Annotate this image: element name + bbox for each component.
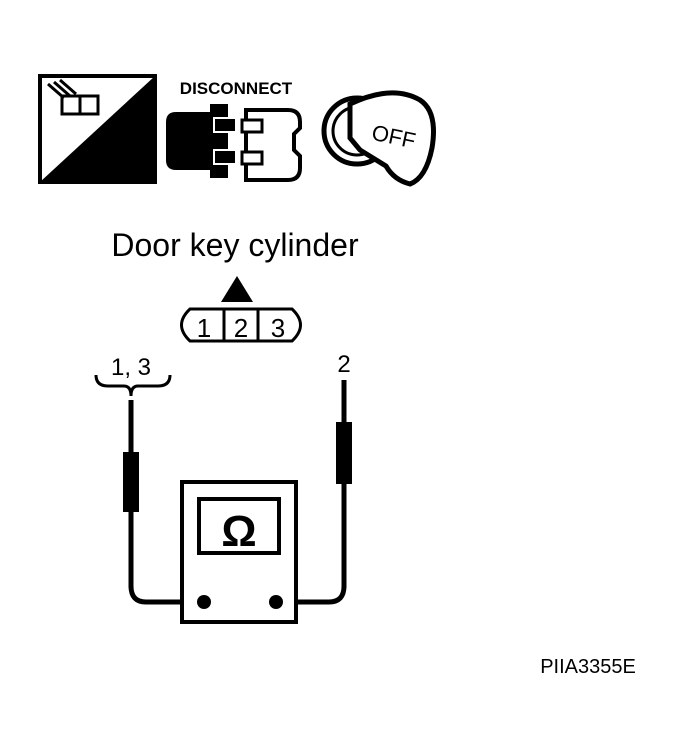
ts-label: T.S. [99, 150, 140, 177]
ts-icon: T.S. [38, 74, 157, 184]
connector-key-triangle [221, 276, 253, 302]
connector-face: 1 2 3 [180, 276, 302, 343]
right-probe: 2 [276, 351, 352, 605]
connector-title: Door key cylinder [111, 227, 359, 263]
left-probe: 1, 3 [94, 354, 204, 605]
ohm-symbol: Ω [221, 507, 256, 556]
connector-glyph-icon [47, 78, 100, 116]
probe-brace [94, 374, 172, 397]
ohmmeter: Ω [180, 480, 298, 624]
pin-label: 1 [197, 313, 211, 343]
meter-terminal [197, 595, 211, 609]
ignition-off-icon: OFF [321, 90, 436, 187]
pin-label: 2 [234, 313, 248, 343]
pin-label: 3 [271, 313, 285, 343]
meter-display [197, 497, 281, 555]
left-probe-label: 1, 3 [111, 354, 151, 381]
disconnect-icon: DISCONNECT [166, 79, 302, 182]
meter-terminal [269, 595, 283, 609]
disconnect-label: DISCONNECT [180, 79, 293, 98]
figure-id: PIIA3355E [540, 656, 636, 678]
right-probe-label: 2 [337, 351, 350, 378]
